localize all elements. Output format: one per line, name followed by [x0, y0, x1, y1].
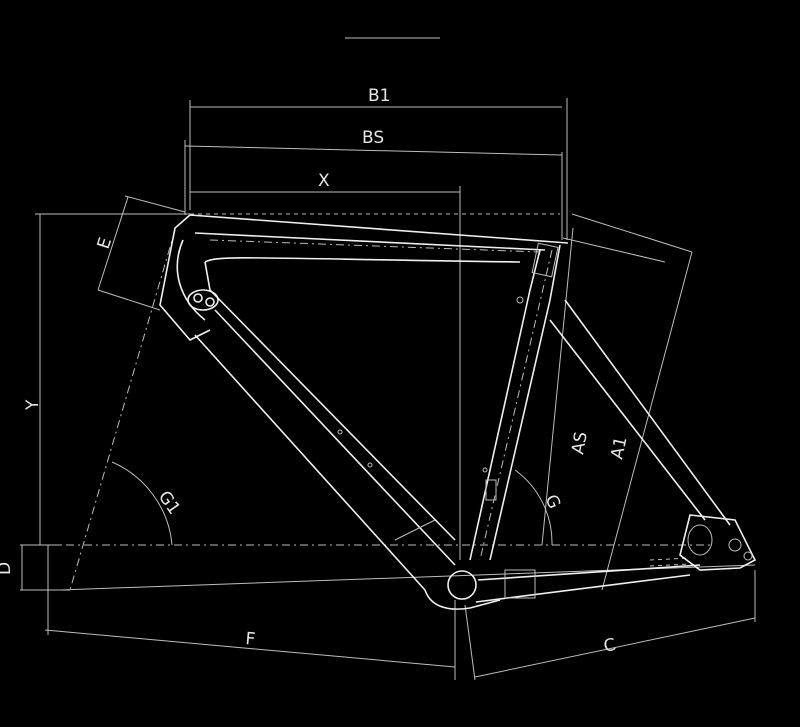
dimension-y: Y — [23, 213, 560, 545]
label-bs: BS — [362, 128, 384, 148]
rear-dropout — [679, 514, 757, 571]
label-d: D — [0, 562, 15, 575]
dimension-bs: BS — [184, 128, 563, 240]
dimension-as: AS — [541, 227, 666, 546]
dimension-f: F — [44, 600, 456, 680]
bike-frame — [159, 214, 757, 610]
angle-g: G — [514, 469, 564, 546]
dimension-d: D — [0, 544, 70, 635]
chainstay-bridge — [504, 569, 536, 599]
label-as: AS — [568, 430, 592, 456]
bottom-bracket — [447, 570, 477, 600]
label-b1: B1 — [368, 86, 390, 106]
label-f: F — [245, 629, 256, 650]
label-a1: A1 — [607, 435, 631, 461]
dimension-c: C — [464, 570, 756, 681]
dimension-a1: A1 — [571, 213, 693, 591]
label-x: X — [318, 171, 330, 191]
label-e: E — [94, 235, 116, 251]
dimension-e: E — [94, 195, 186, 311]
label-g1: G1 — [154, 487, 184, 518]
logo-icon — [187, 289, 219, 311]
label-c: C — [602, 635, 618, 657]
bottle-boss — [485, 479, 497, 501]
label-g: G — [540, 492, 564, 512]
seat-clamp — [531, 242, 559, 278]
angle-g1: G1 — [69, 229, 184, 591]
dimension-x: X — [190, 171, 461, 560]
label-y: Y — [23, 399, 43, 411]
dimension-b1: B1 — [189, 86, 568, 240]
